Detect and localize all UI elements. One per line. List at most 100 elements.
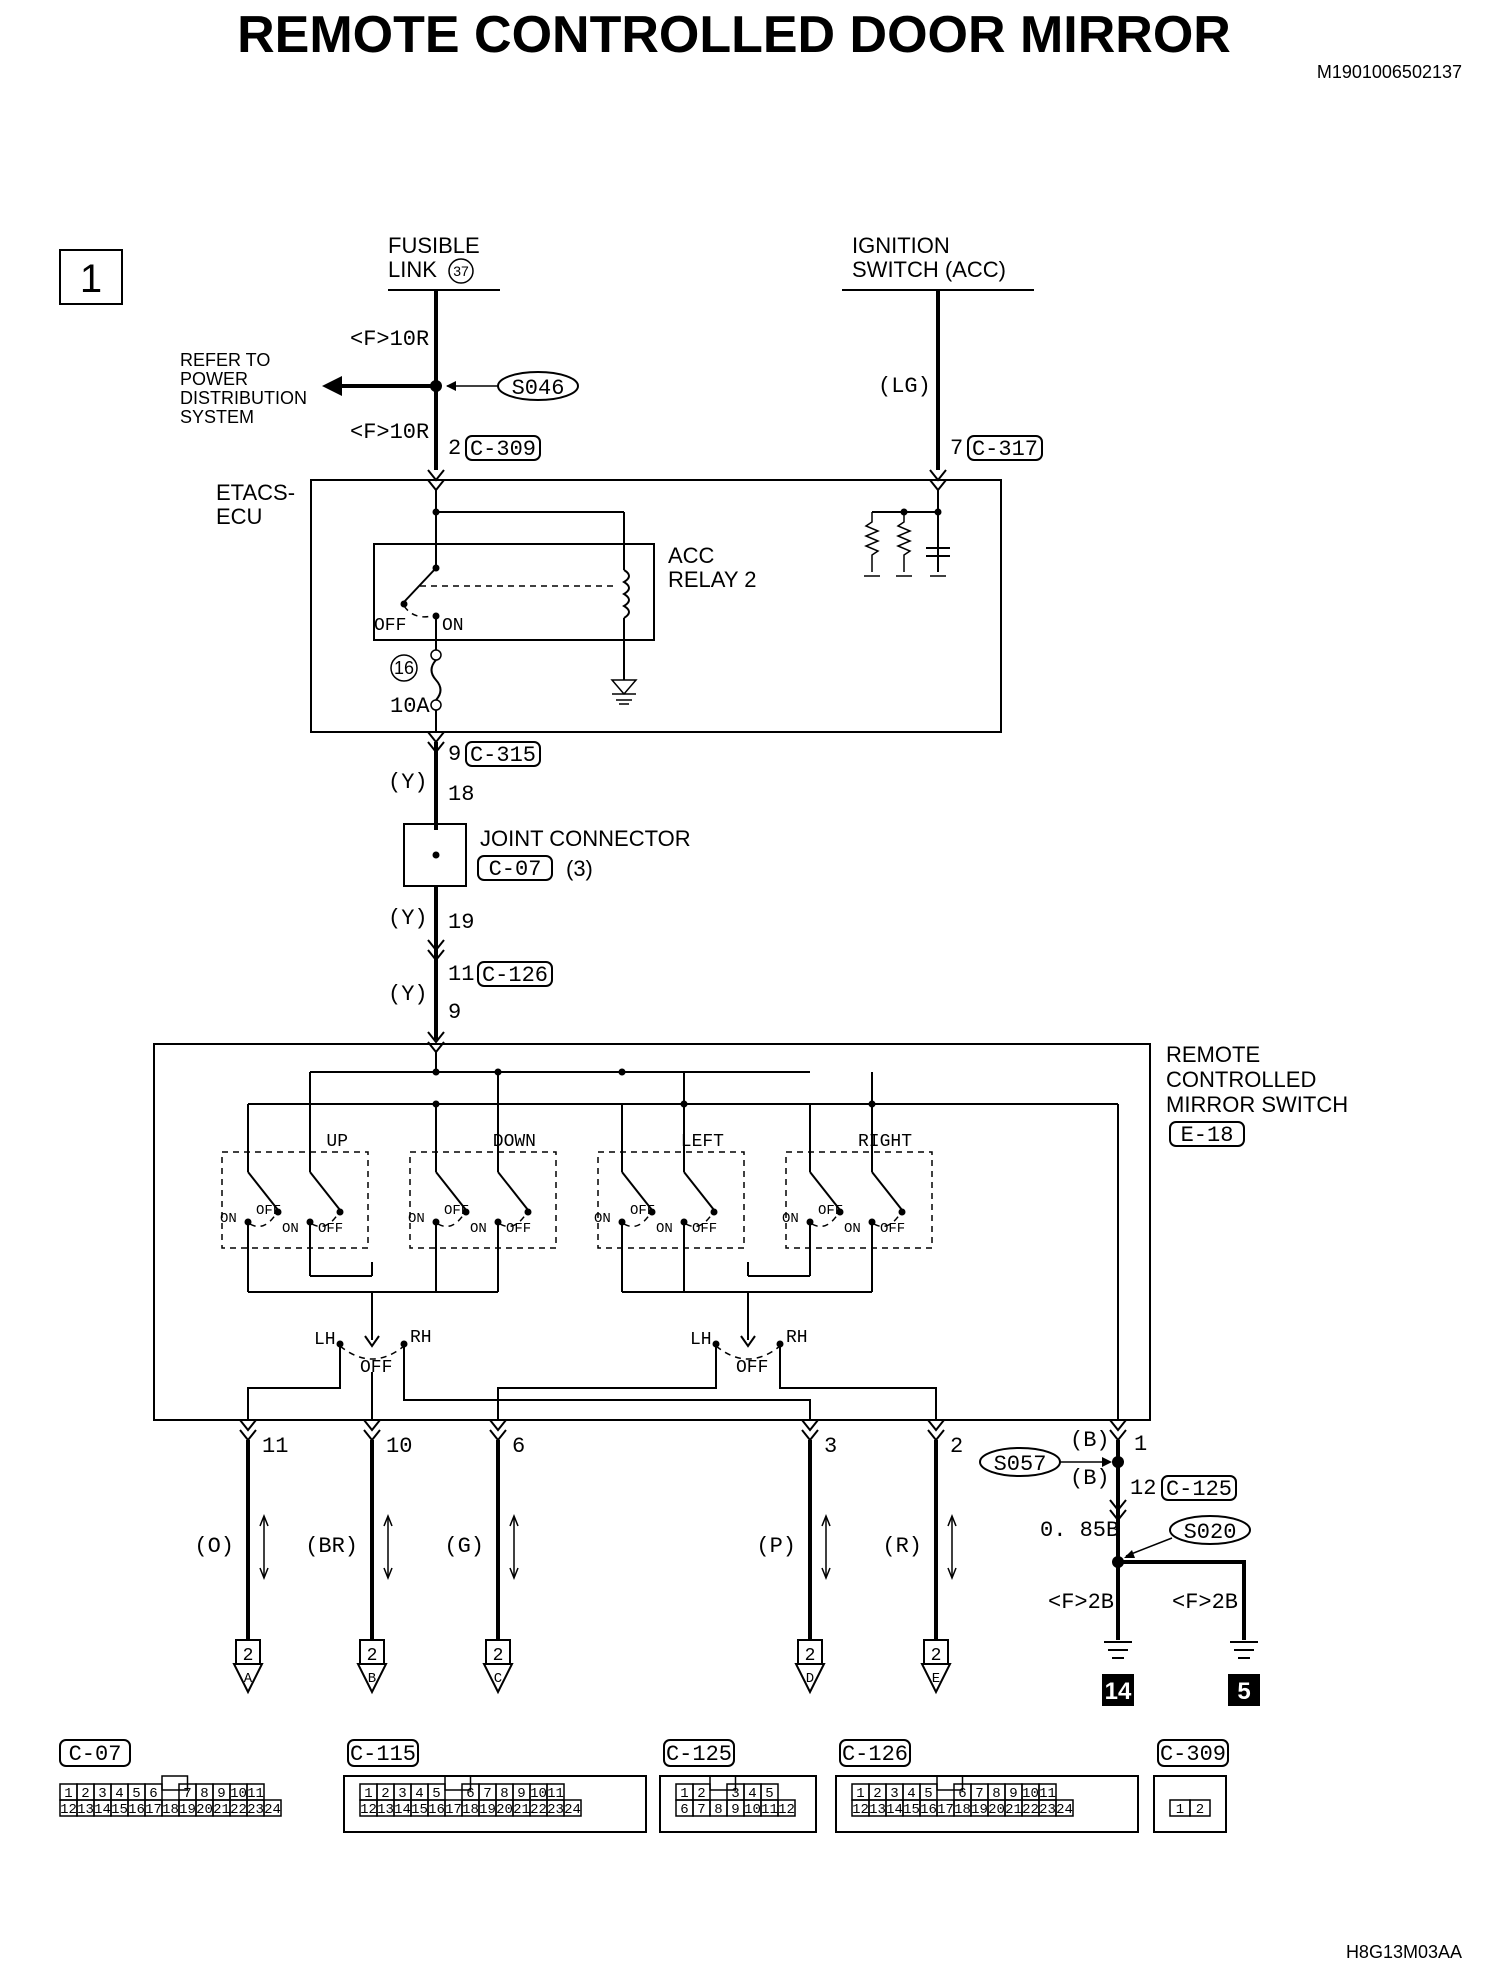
continuation-letter: C (494, 1671, 502, 1687)
switch-off-label: OFF (692, 1221, 717, 1237)
switch-travel (685, 1213, 713, 1228)
connector-pin: 18 (462, 1802, 479, 1818)
pin-9-switch: 9 (448, 1000, 461, 1025)
continuation-page-number: 2 (367, 1646, 378, 1666)
connector-pin: 3 (731, 1786, 739, 1802)
connector-pin: 1 (64, 1786, 72, 1802)
switch-group-label: UP (326, 1132, 348, 1152)
route-lh2-pin6 (497, 1344, 717, 1420)
connector-cell (263, 1799, 282, 1817)
pin-18: 18 (448, 782, 474, 807)
connector-pin: 8 (500, 1786, 508, 1802)
relay-coil-icon (622, 569, 630, 619)
ground-symbol-right-icon (1230, 1641, 1258, 1659)
relay-on-label: ON (442, 616, 464, 636)
selector-1: LH RH OFF (314, 1292, 432, 1378)
connector-key (936, 1775, 964, 1791)
switch-group-label: RIGHT (858, 1132, 912, 1152)
connector-pin: 19 (179, 1802, 196, 1818)
splice-s046-label: S046 (512, 376, 565, 401)
arrow-left-icon (322, 376, 342, 396)
connector-pin: 3 (890, 1786, 898, 1802)
connector-pin: 13 (869, 1802, 886, 1818)
connector-pin: 17 (937, 1802, 954, 1818)
ground-c125-connector-symbol (1109, 1499, 1127, 1522)
connector-pin: 11 (547, 1786, 564, 1802)
connector-pin: 15 (903, 1802, 920, 1818)
switch-blade (497, 1171, 529, 1211)
connector-pin: 22 (230, 1802, 247, 1818)
selector-2-arrow-icon (740, 1335, 756, 1348)
switch-on-label: ON (782, 1211, 799, 1227)
connector-pin: 8 (992, 1786, 1000, 1802)
switch-travel (873, 1213, 901, 1228)
fuse-number: 16 (394, 658, 414, 678)
connector-diagram-name: C-115 (350, 1742, 416, 1767)
connector-housing (1153, 1775, 1227, 1833)
connector-housing (659, 1775, 817, 1833)
output-connector-symbol (489, 1419, 507, 1442)
connector-pin: 17 (145, 1802, 162, 1818)
ground-wire-2b-right (1118, 1560, 1246, 1640)
output-wire-a[interactable]: 11(O)2A (194, 1419, 288, 1695)
etacs-ecu-box (310, 479, 1002, 733)
joint-connector-tag (477, 855, 553, 881)
connector-cell (563, 1799, 582, 1817)
switch-off-label: OFF (444, 1203, 469, 1219)
selector-1-off: OFF (360, 1358, 392, 1378)
connector-key (709, 1775, 737, 1791)
connector-pin: 16 (128, 1802, 145, 1818)
connector-pin: 23 (247, 1802, 264, 1818)
continuation-arrow-icon (356, 1663, 388, 1695)
arrowheads-icon (509, 1513, 519, 1581)
connector-pin: 20 (496, 1802, 513, 1818)
switch-on-label: ON (220, 1211, 237, 1227)
connector-pin: 21 (1005, 1802, 1022, 1818)
continuation-letter: E (932, 1671, 940, 1687)
wire-label-lg: (LG) (878, 374, 931, 399)
switch-blade (621, 1171, 653, 1211)
connector-c309-label: C-309 (470, 437, 536, 462)
switch-off-label: OFF (630, 1203, 655, 1219)
connector-pin: 23 (1039, 1802, 1056, 1818)
output-wire-e[interactable]: 2(R)2E (882, 1419, 963, 1695)
connector-pin: 15 (411, 1802, 428, 1818)
connector-c125-tag (1161, 1475, 1237, 1501)
output-wire-color: (BR) (305, 1534, 358, 1559)
switch-off-contact (462, 1208, 470, 1216)
fusible-link-number-circle (448, 258, 474, 284)
joint-connector-count: (3) (566, 856, 593, 881)
selector-2: LH RH OFF (690, 1292, 808, 1378)
connector-pin: 1 (856, 1786, 864, 1802)
ground-symbol-left-icon (1104, 1641, 1132, 1659)
switch-group-label: LEFT (681, 1132, 724, 1152)
connector-pin: 12 (852, 1802, 869, 1818)
connector-pin: 15 (111, 1802, 128, 1818)
capacitor-icon (926, 547, 950, 557)
relay-off-contact (400, 600, 408, 608)
output-connector-symbol (363, 1419, 381, 1442)
etacs-ecu-label-2: ECU (216, 504, 262, 529)
connector-pin: 18 (954, 1802, 971, 1818)
connector-pin: 11 (1039, 1786, 1056, 1802)
switch-off-contact (336, 1208, 344, 1216)
connector-pin: 20 (988, 1802, 1005, 1818)
output-wire-b[interactable]: 10(BR)2B (305, 1419, 412, 1695)
splice-s057-label: S057 (994, 1452, 1047, 1477)
connector-housing (835, 1775, 1139, 1833)
output-wire-d[interactable]: 3(P)2D (756, 1419, 837, 1695)
relay-off-label: OFF (374, 616, 406, 636)
acc-relay-label: ACC (668, 543, 715, 568)
switch-off-contact (710, 1208, 718, 1216)
continuation-arrow-icon (920, 1663, 952, 1695)
switch-on-label: ON (408, 1211, 425, 1227)
connector-pin: 3 (398, 1786, 406, 1802)
output-wire-c[interactable]: 6(G)2C (444, 1419, 525, 1695)
switch-on-label: ON (282, 1221, 299, 1237)
connector-pin: 9 (517, 1786, 525, 1802)
